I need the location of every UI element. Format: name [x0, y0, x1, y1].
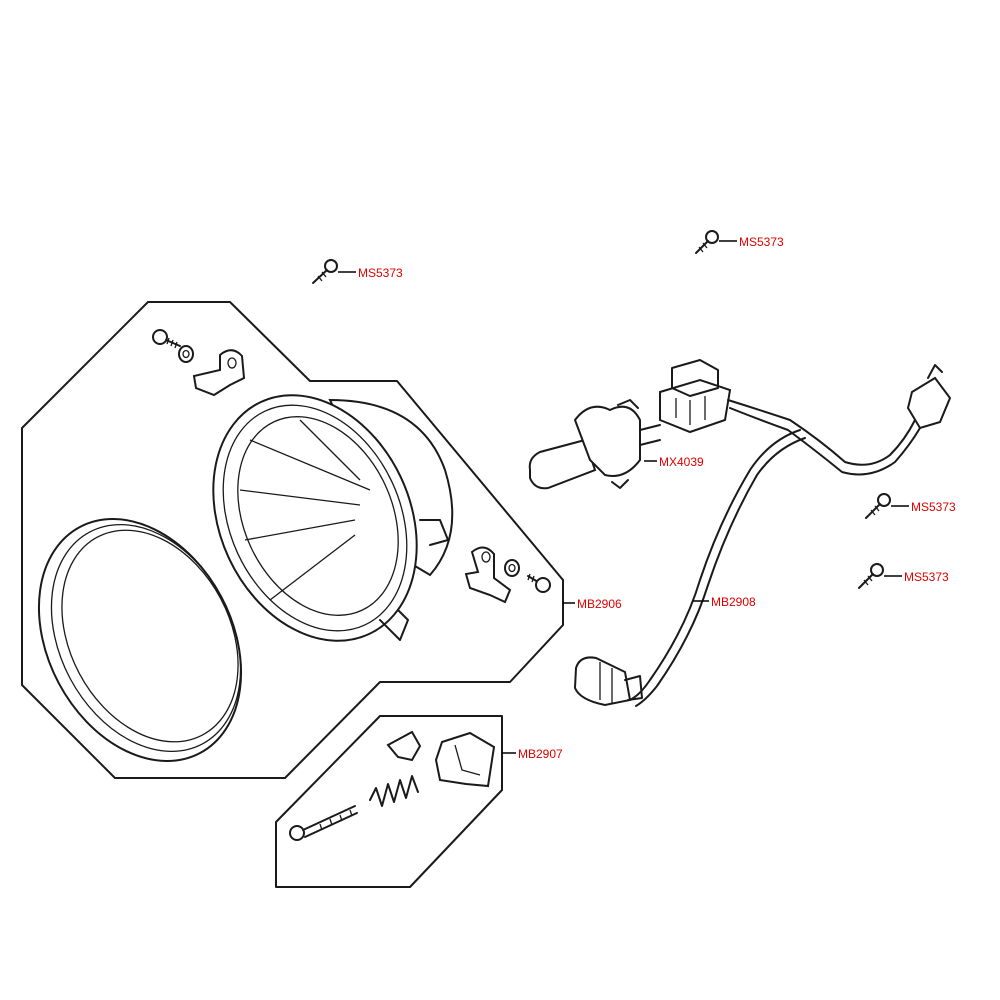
- screw-right-2-icon: [858, 563, 884, 589]
- label-screw-right-2: MS5373: [904, 570, 949, 584]
- label-bulb: MX4039: [659, 455, 704, 469]
- headlight-bulb: [528, 399, 661, 490]
- side-bracket-hardware: [464, 546, 551, 604]
- harness-plug-icon: [906, 364, 952, 430]
- adjuster-kit-parts: [289, 730, 496, 841]
- headlight-housing: [212, 394, 454, 642]
- screw-right-1-icon: [865, 493, 891, 519]
- mounting-bracket-icon: [464, 546, 512, 604]
- adjuster-kit-outline: [275, 715, 503, 888]
- washer-icon: [504, 559, 520, 577]
- headlight-assembly-outline: [21, 301, 564, 779]
- screw-top-right-icon: [695, 230, 719, 254]
- label-screw-top-right: MS5373: [739, 235, 784, 249]
- adjuster-clip-small-icon: [386, 730, 422, 762]
- spring-icon: [369, 775, 419, 807]
- bolt-icon: [152, 329, 181, 349]
- bulb-connector: [659, 359, 732, 434]
- bolt-icon: [527, 573, 551, 593]
- wiring-harness: [629, 364, 952, 707]
- label-wiring-harness: MB2908: [711, 595, 756, 609]
- mounting-bracket-icon: [192, 349, 246, 397]
- bulb-socket: [573, 656, 643, 707]
- adjuster-screw-icon: [289, 805, 358, 841]
- adjuster-bracket-icon: [434, 731, 496, 788]
- label-adjuster-kit: MB2907: [518, 747, 563, 761]
- screw-top-left-icon: [312, 259, 338, 284]
- label-headlight-assembly: MB2906: [577, 597, 622, 611]
- label-screw-top-left: MS5373: [358, 266, 403, 280]
- headlight-lens: [37, 518, 243, 762]
- label-screw-right-1: MS5373: [911, 500, 956, 514]
- washer-icon: [178, 345, 194, 363]
- top-bracket-hardware: [152, 329, 246, 397]
